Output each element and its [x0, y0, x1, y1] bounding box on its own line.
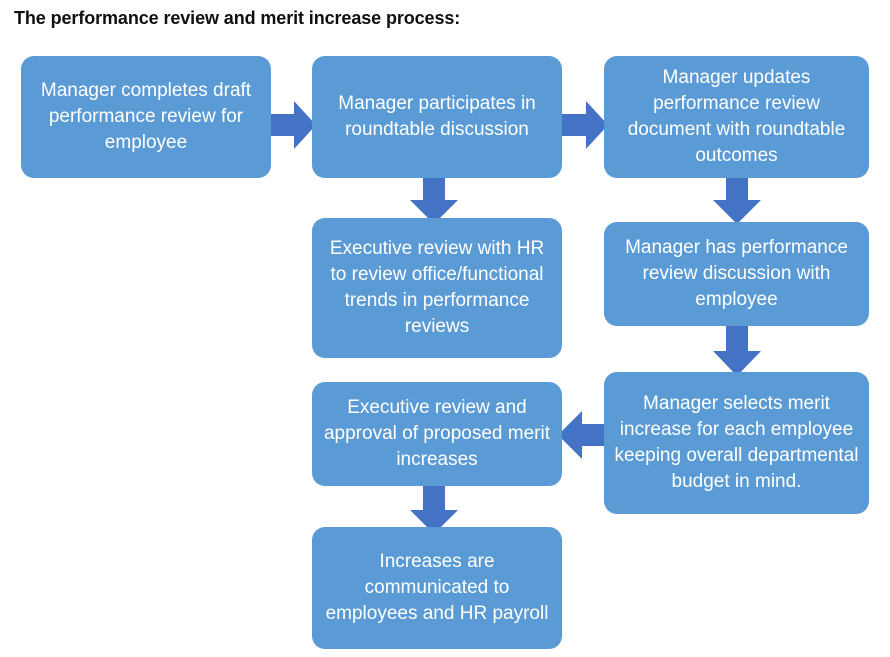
process-node-label: Executive review and approval of propose…	[323, 396, 550, 471]
arrow-discussion-to-merit-increase	[709, 322, 765, 376]
page-title: The performance review and merit increas…	[14, 8, 461, 28]
process-node-label: Manager participates in roundtable discu…	[338, 92, 536, 140]
process-node-label: Manager selects merit increase for each …	[614, 392, 859, 493]
arrow-update-document-to-discussion	[709, 172, 765, 224]
process-node-executive-hr-review[interactable]: Executive review with HR to review offic…	[312, 218, 562, 358]
process-node-label: Manager has performance review discussio…	[625, 236, 848, 311]
process-node-roundtable[interactable]: Manager participates in roundtable discu…	[312, 56, 562, 178]
arrow-approval-to-communicate	[406, 482, 462, 534]
process-node-update-document[interactable]: Manager updates performance review docum…	[604, 56, 869, 178]
arrow-roundtable-to-executive-hr-review	[406, 172, 462, 224]
process-node-label: Manager updates performance review docum…	[627, 66, 846, 167]
process-node-executive-approval[interactable]: Executive review and approval of propose…	[312, 382, 562, 486]
arrow-roundtable-to-update-document	[560, 97, 608, 153]
process-node-label: Increases are communicated to employees …	[325, 550, 549, 625]
process-node-label: Manager completes draft performance revi…	[40, 79, 252, 154]
process-node-select-merit-increase[interactable]: Manager selects merit increase for each …	[604, 372, 869, 514]
process-node-review-discussion[interactable]: Manager has performance review discussio…	[604, 222, 869, 326]
arrow-draft-to-roundtable	[268, 97, 316, 153]
process-node-label: Executive review with HR to review offic…	[329, 237, 545, 338]
process-node-communicate-increases[interactable]: Increases are communicated to employees …	[312, 527, 562, 649]
process-node-draft-review[interactable]: Manager completes draft performance revi…	[21, 56, 271, 178]
arrow-merit-increase-to-approval	[558, 407, 608, 463]
